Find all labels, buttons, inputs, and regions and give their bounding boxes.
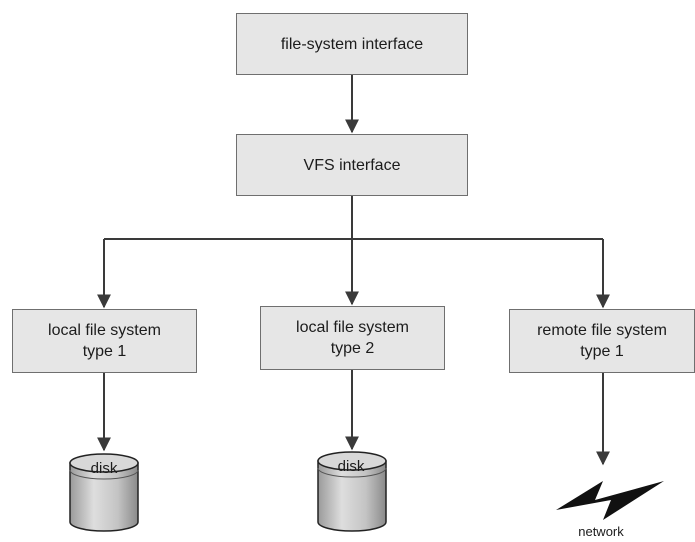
remote-file-system-type-1-box: remote file system type 1 — [509, 309, 695, 373]
vfs-interface-box: VFS interface — [236, 134, 468, 196]
disk-label: disk — [337, 458, 365, 475]
local-file-system-type-2-box: local file system type 2 — [260, 306, 445, 370]
file-system-interface-box: file-system interface — [236, 13, 468, 75]
network-icon — [556, 481, 664, 520]
local-file-system-type-1-box: local file system type 1 — [12, 309, 197, 373]
disk-icon — [317, 451, 387, 532]
disk-icon — [69, 453, 139, 532]
network-label: network — [578, 524, 624, 539]
disk-label: disk — [90, 460, 118, 477]
